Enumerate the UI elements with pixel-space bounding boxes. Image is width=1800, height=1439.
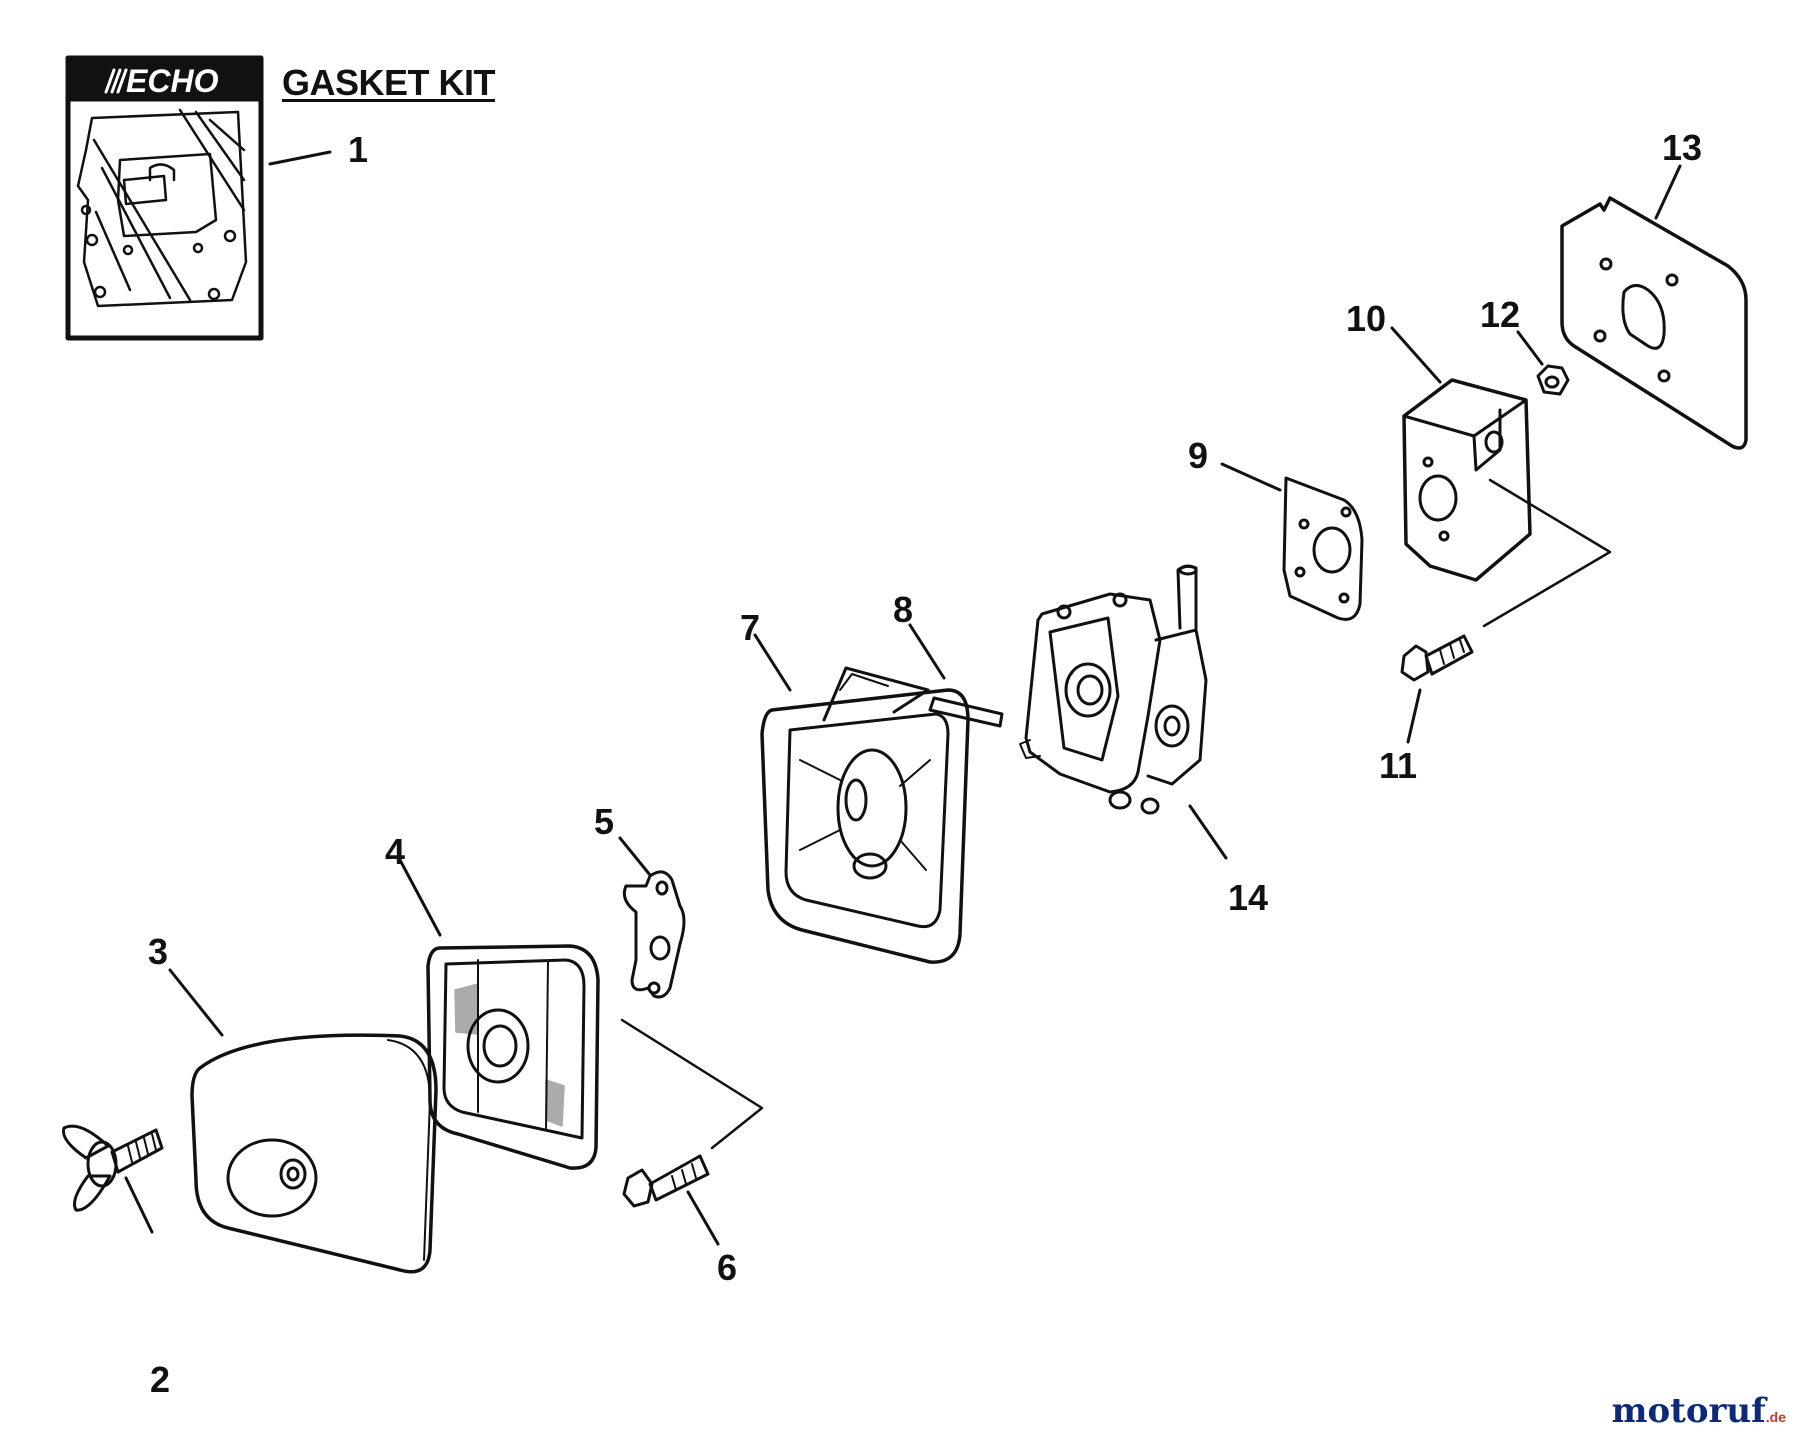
gasket-kit-title: GASKET KIT [282, 62, 496, 103]
watermark: motoruf.de [1611, 1391, 1786, 1431]
part-2-wing-bolt [61, 1124, 164, 1234]
part-10-insulator [1390, 326, 1532, 582]
gasket-kit-illustration [76, 108, 248, 308]
bolt-leader-bracket-right [1482, 478, 1612, 628]
part-11-bolt [1400, 634, 1474, 744]
part-14-carburetor [1019, 564, 1228, 860]
part-3-air-cleaner-cover [168, 968, 438, 1274]
part-5-plate [618, 836, 686, 999]
part-13-gasket-plate [1560, 164, 1748, 450]
watermark-name: motoruf [1611, 1391, 1766, 1431]
gasket-kit-box: ECHO [65, 55, 332, 341]
part-9-carburetor-gasket [1220, 462, 1364, 621]
callout-6: 6 [716, 1247, 738, 1288]
callout-11: 11 [1378, 745, 1418, 786]
callout-13: 13 [1661, 127, 1703, 168]
part-4-filter-element [398, 858, 600, 1170]
callout-14: 14 [1227, 877, 1269, 918]
callout-5: 5 [593, 801, 615, 842]
callout-4: 4 [384, 831, 406, 872]
part-7-air-cleaner-case [753, 633, 970, 964]
callout-10: 10 [1345, 298, 1387, 339]
callout-3: 3 [147, 931, 169, 972]
echo-logo: ECHO [104, 63, 219, 99]
callout-2: 2 [149, 1359, 171, 1400]
callout-9: 9 [1187, 435, 1209, 476]
callout-1: 1 [347, 129, 369, 170]
callout-12: 12 [1479, 294, 1521, 335]
watermark-tld: .de [1765, 1409, 1786, 1425]
part-8-gasket [908, 623, 1004, 728]
callout-7: 7 [739, 607, 761, 648]
part-6-bolt [622, 1154, 720, 1246]
bolt-leader-bracket [620, 1018, 764, 1150]
svg-text:ECHO: ECHO [126, 63, 219, 99]
callout-8: 8 [892, 589, 914, 630]
part-12-nut [1516, 330, 1570, 396]
